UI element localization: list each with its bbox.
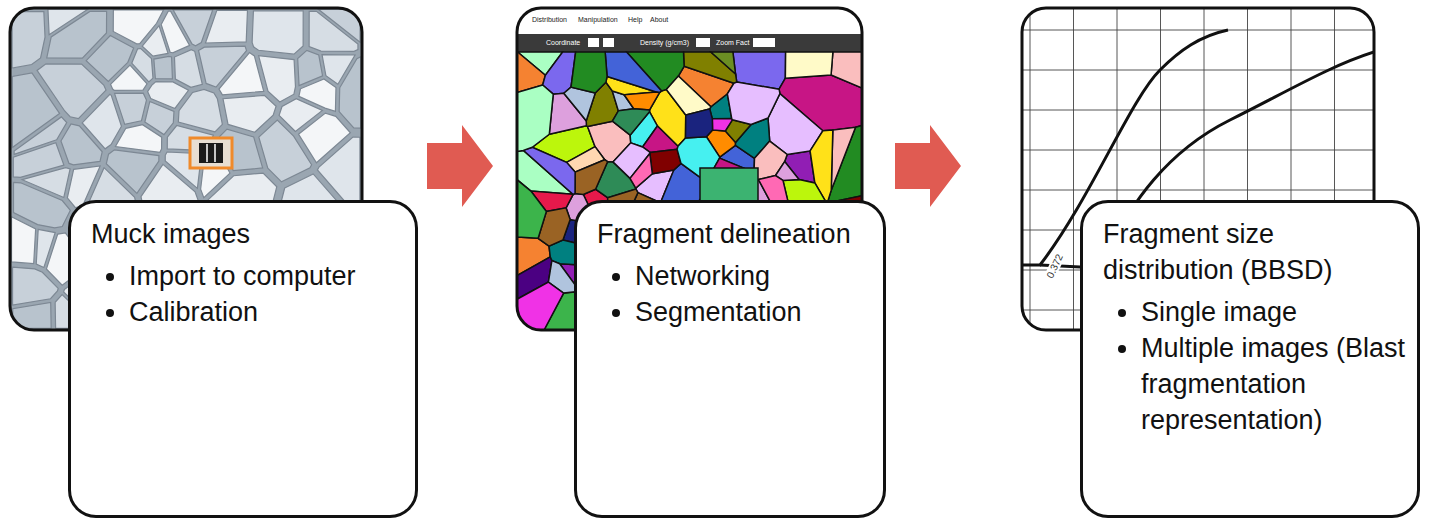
fragment-cell <box>831 127 855 190</box>
toolbar-label: Density (g/cm3) <box>640 39 689 47</box>
fragment-cell <box>575 160 608 195</box>
fragment-cell <box>605 52 661 93</box>
fragment-cell <box>517 85 553 151</box>
bullet-list: NetworkingSegmentation <box>597 259 873 331</box>
rock <box>22 168 70 198</box>
bullet-list: Import to computerCalibration <box>91 259 405 331</box>
block-arrow <box>427 125 493 207</box>
rock <box>148 82 189 109</box>
box-heading: Muck images <box>91 217 405 253</box>
bullet-item: Networking <box>635 259 873 295</box>
fragment-cell <box>700 168 758 204</box>
rock <box>178 89 222 131</box>
rock <box>82 94 121 148</box>
grid-line <box>1073 8 1074 330</box>
box-heading: Fragment size distribution (BBSD) <box>1103 217 1407 289</box>
block-arrow <box>895 125 961 207</box>
tool-bar <box>517 34 862 52</box>
rock <box>298 113 350 163</box>
calibration-scale <box>199 143 223 163</box>
box-heading: Fragment delineation <box>597 217 873 253</box>
menu-item: Manipulation <box>578 16 618 24</box>
bullet-item: Multiple images (Blast fragmentation rep… <box>1141 331 1407 439</box>
bullet-item: Single image <box>1141 295 1407 331</box>
fragment-cell <box>517 180 546 239</box>
fragment-cell <box>831 52 862 88</box>
fragment-cell <box>630 153 652 188</box>
fragment-cell <box>666 76 711 115</box>
toolbar-label: Zoom Fact <box>716 39 749 47</box>
rock <box>142 26 168 56</box>
fragment-cell <box>624 92 659 110</box>
process-box: Fragment size distribution (BBSD)Single … <box>1080 200 1420 518</box>
fragment-cell <box>523 147 575 194</box>
grid-line <box>1022 30 1374 31</box>
fragment-cell <box>683 52 736 83</box>
menu-item: About <box>650 16 668 24</box>
fragment-cell <box>571 52 607 93</box>
fragment-cell <box>686 109 713 138</box>
bullet-item: Calibration <box>129 295 405 331</box>
calibration-tick <box>214 144 216 162</box>
rock <box>12 73 59 148</box>
rock <box>199 46 247 87</box>
menu-item: Help <box>628 16 642 24</box>
grid-line <box>1022 150 1374 151</box>
bullet-item: Import to computer <box>129 259 405 295</box>
fragment-cell <box>785 52 833 78</box>
input-field <box>588 38 599 47</box>
rock <box>299 79 336 111</box>
rock <box>205 10 247 43</box>
grid-line <box>1030 8 1031 330</box>
bullet-item: Segmentation <box>635 295 873 331</box>
toolbar-label: Coordinate <box>546 39 580 47</box>
rock <box>173 10 213 46</box>
rock <box>223 95 276 132</box>
fragment-cell <box>643 126 678 152</box>
rock <box>309 11 358 51</box>
rock <box>252 11 303 54</box>
rock <box>154 56 173 79</box>
rock <box>12 217 36 264</box>
rock <box>12 12 45 69</box>
calibration-tick <box>206 144 208 162</box>
input-field <box>753 38 775 47</box>
fragment-cell <box>711 52 736 74</box>
bullet-list: Single imageMultiple images (Blast fragm… <box>1103 295 1407 439</box>
input-field <box>696 38 710 47</box>
rock <box>339 57 361 128</box>
grid-line <box>1022 110 1374 111</box>
rock <box>174 50 202 88</box>
fragment-cell <box>727 82 780 124</box>
rock <box>259 120 312 182</box>
process-box: Fragment delineationNetworkingSegmentati… <box>574 200 886 518</box>
fragment-cell <box>650 149 681 173</box>
grid-line <box>1022 70 1374 71</box>
rock <box>298 50 323 85</box>
fragment-cell <box>712 119 732 131</box>
rock <box>47 11 107 58</box>
menu-bar <box>517 8 862 34</box>
fragment-cell <box>612 109 649 135</box>
menu-item: Distribution <box>532 16 567 24</box>
process-box: Muck imagesImport to computerCalibration <box>68 200 418 518</box>
input-field <box>603 38 614 47</box>
grid-line <box>1022 190 1374 191</box>
calibration-board <box>190 138 232 168</box>
